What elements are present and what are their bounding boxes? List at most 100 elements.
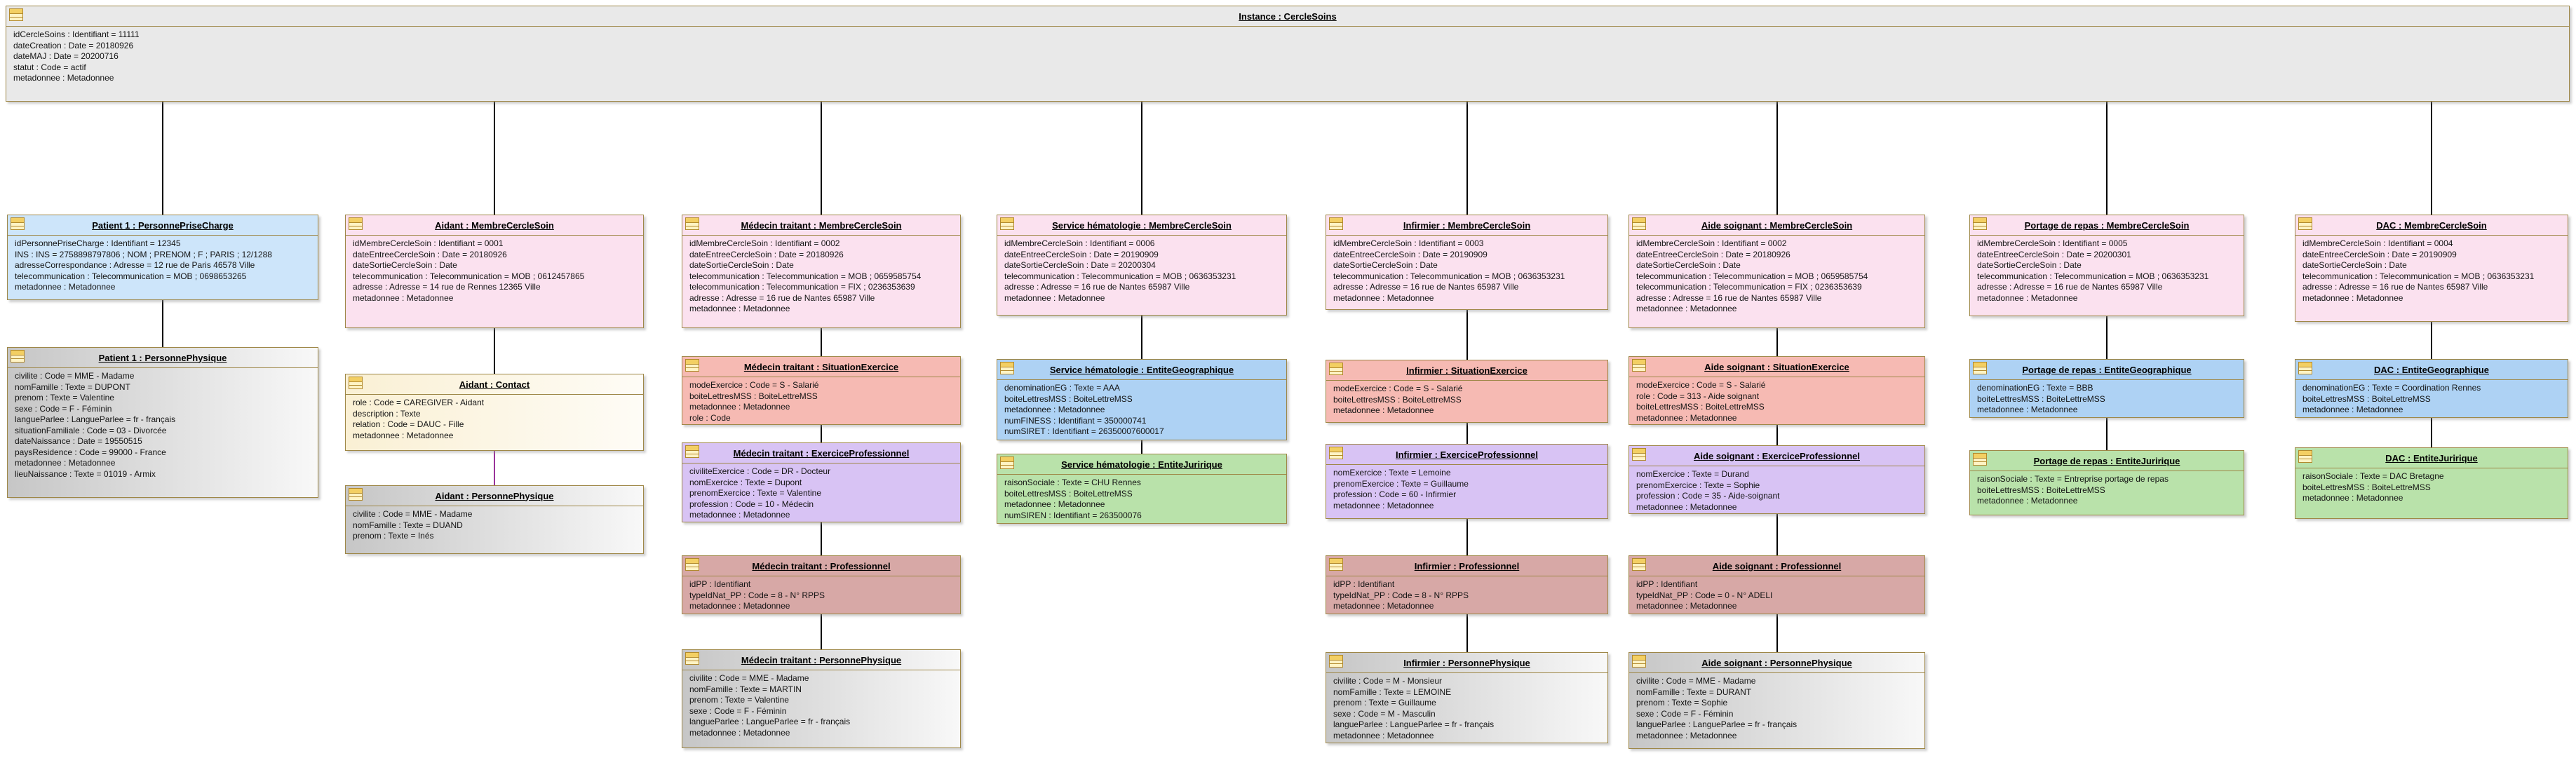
connector-aidesoignant-membre-situation[interactable] — [1776, 328, 1778, 356]
connector-portage-entitegeo-entitejuridique[interactable] — [2106, 418, 2108, 450]
box-header: DAC : EntiteJuririque — [2295, 448, 2568, 468]
box-aidant-personne-physique[interactable]: Aidant : PersonnePhysique civilite : Cod… — [345, 485, 644, 554]
connector-medecin-professionnel-personnephysique[interactable] — [821, 614, 822, 649]
connector-infirmier-situation-exercice[interactable] — [1466, 423, 1468, 444]
box-aidant-membre-cercle-soin[interactable]: Aidant : MembreCercleSoin idMembreCercle… — [345, 215, 644, 328]
box-instance-cercle-soins[interactable]: Instance : CercleSoins idCercleSoins : I… — [6, 6, 2570, 102]
box-portage-de-repas-membre-cercle-soin[interactable]: Portage de repas : MembreCercleSoin idMe… — [1969, 215, 2244, 316]
object-icon — [1632, 655, 1646, 668]
box-aide-soignant-situation-exercice[interactable]: Aide soignant : SituationExercice modeEx… — [1628, 356, 1925, 425]
connector-service-membre-entitegeo[interactable] — [1141, 316, 1142, 359]
attribute-line: metadonnee : Metadonnee — [1636, 501, 1737, 512]
box-dac-membre-cercle-soin[interactable]: DAC : MembreCercleSoin idMembreCercleSoi… — [2295, 215, 2568, 322]
connector-aidesoignant-exercice-professionnel[interactable] — [1776, 514, 1778, 555]
attribute-line: raisonSociale : Texte = DAC Bretagne — [2302, 471, 2444, 481]
connector-aidant-membre-contact[interactable] — [494, 328, 495, 374]
box-aidant-contact[interactable]: Aidant : Contact role : Code = CAREGIVER… — [345, 374, 644, 451]
box-patient-1-personne-physique[interactable]: Patient 1 : PersonnePhysique civilite : … — [7, 347, 318, 498]
box-portage-de-repas-entite-juridique[interactable]: Portage de repas : EntiteJuririque raiso… — [1969, 450, 2244, 515]
box-medecin-traitant-personne-physique[interactable]: Médecin traitant : PersonnePhysique civi… — [682, 649, 961, 748]
connector-root-patient[interactable] — [162, 102, 163, 215]
box-header: Patient 1 : PersonnePriseCharge — [8, 215, 318, 236]
attribute-line: metadonnee : Metadonnee — [1333, 405, 1434, 415]
box-header: Portage de repas : EntiteJuririque — [1970, 451, 2244, 471]
box-medecin-traitant-situation-exercice[interactable]: Médecin traitant : SituationExercice mod… — [682, 356, 961, 425]
attribute-line: idMembreCercleSoin : Identifiant = 0004 — [2302, 238, 2453, 248]
connector-service-entitegeo-entitejuridique[interactable] — [1141, 440, 1142, 454]
box-dac-entite-juridique[interactable]: DAC : EntiteJuririque raisonSociale : Te… — [2295, 447, 2568, 519]
box-service-hematologie-entite-juridique[interactable]: Service hématologie : EntiteJuririque ra… — [997, 454, 1287, 524]
attribute-line: civilite : Code = MME - Madame — [689, 673, 809, 683]
box-medecin-traitant-membre-cercle-soin[interactable]: Médecin traitant : MembreCercleSoin idMe… — [682, 215, 961, 328]
box-aide-soignant-personne-physique[interactable]: Aide soignant : PersonnePhysique civilit… — [1628, 652, 1925, 749]
connector-dac-membre-entitegeo[interactable] — [2431, 322, 2432, 359]
connector-patient-prisecharge-personnephysique[interactable] — [162, 300, 163, 347]
box-header: Médecin traitant : SituationExercice — [682, 357, 960, 377]
box-infirmier-situation-exercice[interactable]: Infirmier : SituationExercice modeExerci… — [1326, 360, 1608, 423]
connector-root-medecin[interactable] — [821, 102, 822, 215]
connector-infirmier-professionnel-personnephysique[interactable] — [1466, 614, 1468, 652]
connector-root-service-hematologie[interactable] — [1141, 102, 1142, 215]
connector-medecin-situation-exercice[interactable] — [821, 425, 822, 442]
attribute-line: civilite : Code = MME - Madame — [353, 509, 473, 519]
box-medecin-traitant-exercice-professionnel[interactable]: Médecin traitant : ExerciceProfessionnel… — [682, 442, 961, 522]
attribute-line: sexe : Code = F - Féminin — [1636, 708, 1734, 719]
attribute-line: adresse : Adresse = 14 rue de Rennes 123… — [353, 282, 541, 292]
connector-medecin-membre-situation[interactable] — [821, 328, 822, 356]
attribute-line: boiteLettresMSS : BoiteLettreMSS — [1977, 393, 2105, 404]
box-aide-soignant-membre-cercle-soin[interactable]: Aide soignant : MembreCercleSoin idMembr… — [1628, 215, 1925, 328]
attribute-line: nomFamille : Texte = MARTIN — [689, 684, 802, 694]
connector-root-portage[interactable] — [2106, 102, 2108, 215]
box-title: Aide soignant : ExerciceProfessionnel — [1694, 450, 1860, 461]
connector-infirmier-membre-situation[interactable] — [1466, 310, 1468, 360]
box-patient-1-personne-prise-charge[interactable]: Patient 1 : PersonnePriseCharge idPerson… — [7, 215, 318, 300]
box-header: Portage de repas : EntiteGeographique — [1970, 360, 2244, 380]
box-title: Patient 1 : PersonnePriseCharge — [92, 219, 234, 231]
box-header: Aide soignant : ExerciceProfessionnel — [1629, 446, 1924, 466]
box-medecin-traitant-professionnel[interactable]: Médecin traitant : Professionnel idPP : … — [682, 555, 961, 614]
box-infirmier-personne-physique[interactable]: Infirmier : PersonnePhysique civilite : … — [1326, 652, 1608, 743]
box-header: Médecin traitant : Professionnel — [682, 556, 960, 576]
box-portage-de-repas-entite-geographique[interactable]: Portage de repas : EntiteGeographique de… — [1969, 359, 2244, 418]
box-infirmier-professionnel[interactable]: Infirmier : Professionnel idPP : Identif… — [1326, 555, 1608, 614]
attribute-line: metadonnee : Metadonnee — [689, 402, 790, 412]
box-service-hematologie-entite-geographique[interactable]: Service hématologie : EntiteGeographique… — [997, 359, 1287, 440]
box-infirmier-membre-cercle-soin[interactable]: Infirmier : MembreCercleSoin idMembreCer… — [1326, 215, 1608, 310]
box-infirmier-exercice-professionnel[interactable]: Infirmier : ExerciceProfessionnel nomExe… — [1326, 444, 1608, 519]
connector-infirmier-exercice-professionnel[interactable] — [1466, 519, 1468, 555]
attribute-line: metadonnee : Metadonnee — [13, 73, 114, 83]
attribute-line: adresse : Adresse = 16 rue de Nantes 659… — [689, 292, 875, 303]
box-title: Médecin traitant : MembreCercleSoin — [741, 219, 902, 231]
connector-root-aide-soignant[interactable] — [1776, 102, 1778, 215]
attribute-line: telecommunication : Telecommunication = … — [1004, 271, 1236, 281]
object-icon — [2298, 217, 2312, 230]
attribute-line: telecommunication : Telecommunication = … — [15, 271, 247, 281]
connector-portage-membre-entitegeo[interactable] — [2106, 316, 2108, 359]
box-dac-entite-geographique[interactable]: DAC : EntiteGeographique denominationEG … — [2295, 359, 2568, 418]
attribute-line: adresseCorrespondance : Adresse = 12 rue… — [15, 260, 255, 270]
connector-aidesoignant-professionnel-personnephysique[interactable] — [1776, 614, 1778, 652]
box-title: Service hématologie : EntiteJuririque — [1061, 459, 1222, 470]
attribute-line: adresse : Adresse = 16 rue de Nantes 659… — [1004, 282, 1190, 292]
box-aide-soignant-professionnel[interactable]: Aide soignant : Professionnel idPP : Ide… — [1628, 555, 1925, 614]
connector-root-aidant[interactable] — [494, 102, 495, 215]
attribute-line: metadonnee : Metadonnee — [2302, 493, 2403, 503]
attribute-line: boiteLettresMSS : BoiteLettreMSS — [1333, 394, 1462, 405]
object-icon — [1000, 217, 1014, 230]
connector-root-infirmier[interactable] — [1466, 102, 1468, 215]
connector-aidesoignant-situation-exercice[interactable] — [1776, 425, 1778, 445]
attribute-line: profession : Code = 35 - Aide-soignant — [1636, 491, 1780, 501]
box-aide-soignant-exercice-professionnel[interactable]: Aide soignant : ExerciceProfessionnel no… — [1628, 445, 1925, 514]
attribute-line: dateEntreeCercleSoin : Date = 20180926 — [353, 249, 507, 259]
attribute-line: dateSortieCercleSoin : Date — [2302, 260, 2407, 270]
connector-root-dac[interactable] — [2431, 102, 2432, 215]
connector-medecin-exercice-professionnel[interactable] — [821, 522, 822, 555]
connector-aidant-contact-personnephysique[interactable] — [494, 451, 495, 485]
object-icon — [349, 217, 363, 230]
box-service-hematologie-membre-cercle-soin[interactable]: Service hématologie : MembreCercleSoin i… — [997, 215, 1287, 316]
connector-dac-entitegeo-entitejuridique[interactable] — [2431, 418, 2432, 447]
